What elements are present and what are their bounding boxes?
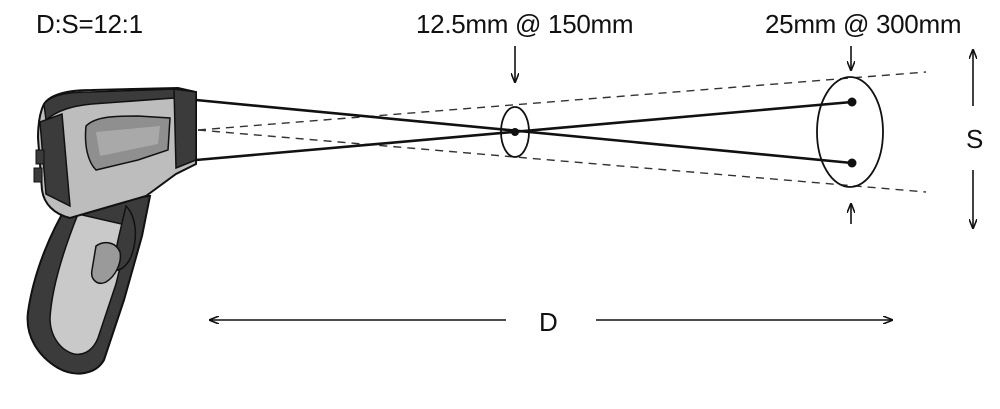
far-spot-ellipse — [816, 76, 884, 188]
fov-dashed-line-lower — [197, 129, 927, 193]
fov-dashed-line-upper — [197, 71, 927, 131]
near-spot-label: 12.5mm @ 150mm — [416, 9, 634, 39]
thermometer-display-glare — [96, 126, 160, 156]
near-spot-dot — [511, 128, 519, 136]
far-spot-dot-lower — [847, 158, 857, 168]
far-spot-dot-upper — [847, 97, 857, 107]
thermometer-side-button — [33, 167, 43, 183]
laser-beam-lower — [195, 100, 853, 162]
ratio-label: D:S=12:1 — [36, 9, 143, 39]
spot-size-axis-label: S — [966, 124, 984, 154]
near-spot-ellipse — [500, 106, 530, 158]
thermometer-side-button — [35, 149, 45, 165]
thermometer-rear-panel — [39, 112, 71, 208]
far-spot-label: 25mm @ 300mm — [765, 9, 962, 39]
thermometer-illustration — [26, 86, 197, 375]
distance-axis-label: D — [539, 307, 558, 337]
thermometer-trigger-guard — [90, 241, 122, 284]
thermometer-nose — [173, 88, 197, 170]
